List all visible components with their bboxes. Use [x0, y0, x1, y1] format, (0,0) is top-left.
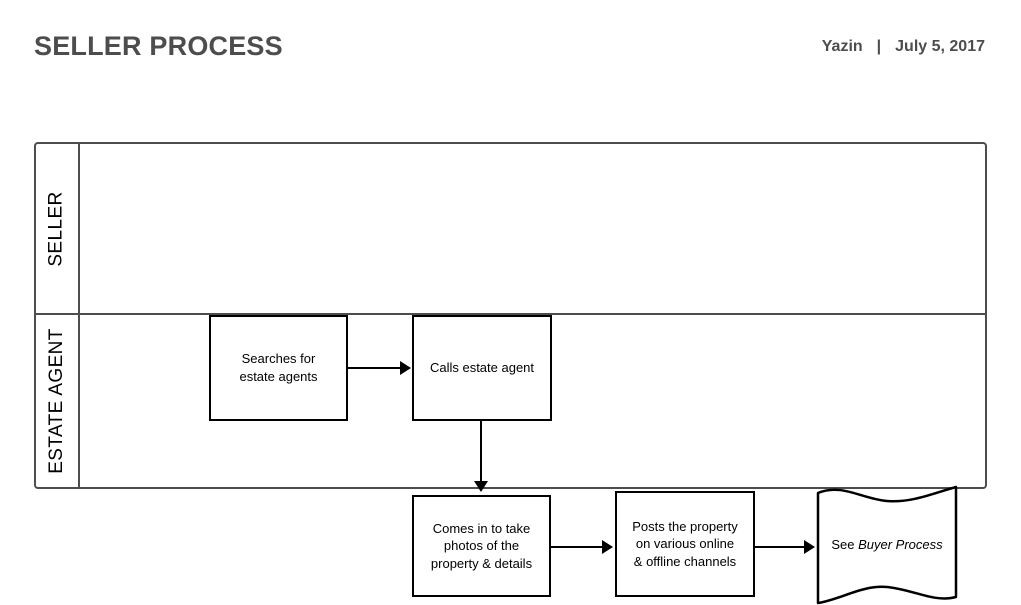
- date-label: July 5, 2017: [895, 38, 985, 55]
- node-searches-for-estate-agents-text: Searches for estate agents: [239, 350, 317, 385]
- node-text-line-1: Calls estate agent: [429, 360, 535, 376]
- author-label: Yazin: [821, 38, 863, 55]
- node-posts-the-property-text: Posts the property on various online & o…: [632, 518, 738, 571]
- swimlane-label-estate-agent-text: ESTATE AGENT: [46, 328, 68, 474]
- node-text-line-1: Comes in to take: [432, 520, 531, 536]
- header-meta: Yazin | July 5, 2017: [822, 38, 985, 56]
- node-text-prefix: See: [831, 536, 859, 552]
- arrowhead-icon: [804, 540, 815, 554]
- node-text-line-3: & offline channels: [633, 553, 737, 569]
- node-text-line-1: Posts the property: [632, 518, 738, 534]
- node-text-line-2: photos of the: [443, 538, 520, 554]
- node-calls-estate-agent-text: Calls estate agent: [430, 359, 534, 377]
- swimlane-diagram: SELLER ESTATE AGENT Searches for estate …: [34, 142, 987, 605]
- node-text-line-2: estate agents: [239, 369, 318, 384]
- node-comes-in-to-take-photos[interactable]: Comes in to take photos of the property …: [412, 495, 551, 597]
- swimlane-label-seller: SELLER: [36, 144, 80, 313]
- page-header: SELLER PROCESS Yazin | July 5, 2017: [0, 0, 1021, 110]
- page-title: SELLER PROCESS: [34, 31, 283, 61]
- arrowhead-icon: [474, 481, 488, 492]
- swimlane-estate-agent: ESTATE AGENT: [36, 315, 985, 487]
- node-text-emphasis: Buyer Process: [858, 536, 943, 552]
- node-see-buyer-process-text: See Buyer Process: [814, 485, 960, 605]
- node-text-line-3: property & details: [430, 555, 533, 571]
- node-searches-for-estate-agents[interactable]: Searches for estate agents: [209, 315, 348, 421]
- arrowhead-icon: [602, 540, 613, 554]
- meta-separator: |: [876, 38, 882, 55]
- connector-line: [348, 367, 402, 369]
- node-see-buyer-process[interactable]: See Buyer Process: [814, 485, 960, 605]
- node-text-line-2: on various online: [635, 536, 735, 552]
- node-text-line-1: Searches for: [241, 351, 316, 367]
- node-comes-in-to-take-photos-text: Comes in to take photos of the property …: [431, 520, 532, 573]
- arrowhead-icon: [400, 361, 411, 375]
- connector-line: [480, 421, 482, 481]
- node-calls-estate-agent[interactable]: Calls estate agent: [412, 315, 552, 421]
- swimlane-body-seller: [80, 144, 985, 313]
- connector-line: [551, 546, 603, 548]
- swimlane-seller: SELLER: [36, 144, 985, 315]
- node-posts-the-property[interactable]: Posts the property on various online & o…: [615, 491, 755, 597]
- connector-line: [755, 546, 805, 548]
- swimlane-label-estate-agent: ESTATE AGENT: [36, 315, 80, 487]
- swimlane-label-seller-text: SELLER: [46, 190, 67, 267]
